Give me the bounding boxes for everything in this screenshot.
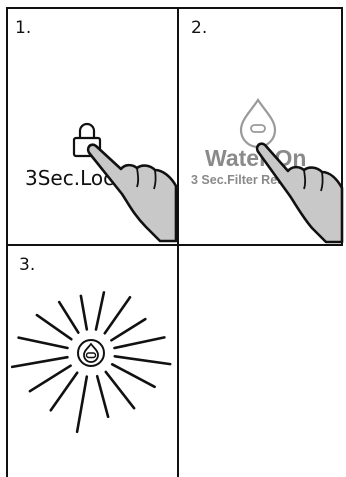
- light-ray: [57, 300, 80, 334]
- light-ray: [10, 355, 69, 369]
- water-on-label: Water On: [205, 145, 306, 171]
- panel-2: Water On 3 Sec.Filter Reset: [191, 98, 344, 244]
- filter-reset-label: 3 Sec.Filter Reset: [191, 173, 296, 187]
- pointing-hand-icon: [255, 142, 344, 244]
- pointing-hand-icon: [86, 143, 178, 243]
- light-ray: [110, 362, 156, 389]
- light-ray: [104, 370, 136, 410]
- light-ray: [113, 336, 166, 350]
- light-ray: [35, 313, 73, 341]
- light-ray: [75, 375, 89, 434]
- panel-2-frame: [177, 7, 343, 246]
- panel-1: 3Sec.Lock: [25, 122, 178, 243]
- step-number-2: 2.: [191, 18, 207, 38]
- hand-knuckle-line-1: [303, 169, 307, 190]
- light-ray: [79, 294, 89, 331]
- water-drop-icon: [239, 98, 277, 149]
- light-ray: [110, 317, 147, 342]
- light-rays-icon: [10, 291, 172, 434]
- hand-knuckle-line-1: [136, 167, 140, 188]
- light-ray: [103, 295, 132, 335]
- light-ray: [113, 354, 172, 366]
- light-ray: [17, 336, 69, 350]
- light-ray: [95, 374, 110, 419]
- light-ray: [94, 291, 106, 331]
- light-ray: [28, 364, 72, 393]
- panel-grid: [6, 7, 343, 477]
- hand-knuckle-line-2: [320, 171, 324, 192]
- water-drop-icon: [77, 339, 105, 367]
- hand-knuckle-line-2: [153, 169, 157, 190]
- step-number-3: 3.: [19, 255, 35, 275]
- panel-3: [10, 291, 172, 434]
- step-number-1: 1.: [15, 18, 31, 38]
- light-ray: [49, 371, 79, 412]
